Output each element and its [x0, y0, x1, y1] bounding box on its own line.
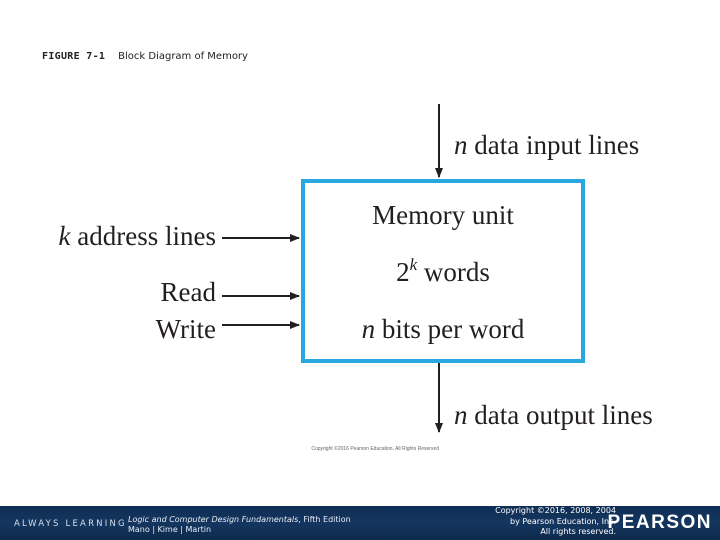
footer-bar: ALWAYS LEARNING Logic and Computer Desig… — [0, 506, 720, 540]
copyright-line-3: All rights reserved. — [540, 527, 616, 536]
address-var: k — [59, 221, 72, 251]
data-output-label: n data output lines — [454, 400, 653, 430]
words-label: 2k words — [396, 255, 490, 287]
book-title: Logic and Computer Design Fundamentals — [128, 515, 299, 524]
memory-block-diagram: n data input lines Memory unit 2k words … — [59, 104, 653, 452]
bits-per-word-label: n bits per word — [362, 314, 525, 344]
data-input-var: n — [454, 130, 468, 160]
book-info: Logic and Computer Design Fundamentals, … — [128, 515, 351, 535]
copyright-notice: Copyright ©2016, 2008, 2004 by Pearson E… — [456, 506, 616, 538]
pearson-logo: PEARSON — [607, 512, 712, 533]
words-text: words — [417, 257, 490, 287]
address-text: address lines — [71, 221, 216, 251]
always-learning-tagline: ALWAYS LEARNING — [14, 519, 127, 529]
book-edition: , Fifth Edition — [298, 515, 351, 524]
bits-var: n — [362, 314, 376, 344]
words-base: 2 — [396, 257, 410, 287]
book-authors: Mano | Kime | Martin — [128, 525, 212, 534]
data-input-text: data input lines — [468, 130, 640, 160]
figure-caption: FIGURE 7-1 Block Diagram of Memory — [42, 50, 248, 62]
data-input-label: n data input lines — [454, 130, 639, 160]
data-output-text: data output lines — [468, 400, 653, 430]
write-label: Write — [156, 314, 216, 344]
copyright-line-2: by Pearson Education, Inc. — [510, 516, 616, 526]
read-label: Read — [161, 277, 217, 307]
words-exponent: k — [410, 255, 418, 274]
copyright-line-1: Copyright ©2016, 2008, 2004 — [495, 506, 616, 515]
data-output-var: n — [454, 400, 468, 430]
bits-text: bits per word — [375, 314, 525, 344]
book-title-line: Logic and Computer Design Fundamentals, … — [128, 515, 351, 525]
memory-unit-box — [301, 179, 585, 363]
figure-title: Block Diagram of Memory — [118, 51, 248, 62]
memory-unit-label: Memory unit — [372, 200, 514, 230]
image-credit: Copyright ©2016 Pearson Education, All R… — [311, 445, 439, 452]
address-lines-label: k address lines — [59, 221, 216, 251]
figure-number: FIGURE 7-1 — [42, 51, 106, 62]
